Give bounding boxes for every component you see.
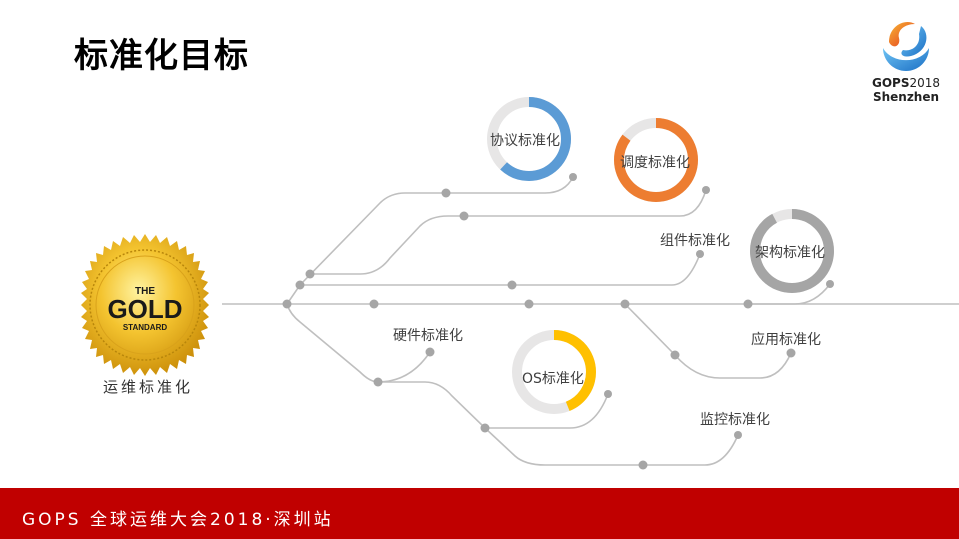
branch-hardware <box>377 351 431 383</box>
gold-standard-seal-icon: THE GOLD STANDARD <box>81 234 209 376</box>
junction-dot <box>373 377 383 387</box>
ring-os <box>512 330 596 414</box>
gops-emblem-icon <box>883 22 929 71</box>
svg-text:GOLD: GOLD <box>107 294 182 324</box>
endpoint-dot <box>604 390 612 398</box>
label-os: OS标准化 <box>522 371 584 387</box>
endpoint-dot <box>425 347 435 357</box>
svg-text:STANDARD: STANDARD <box>123 323 168 332</box>
station-dot <box>441 188 451 198</box>
branch-scheduling <box>310 189 707 275</box>
junction-dot <box>620 299 630 309</box>
branch-lower-2 <box>378 381 486 429</box>
logo-title: GOPS2018 <box>871 76 941 90</box>
ring-scheduling <box>614 118 698 202</box>
track-dots <box>282 173 834 470</box>
endpoint-dot <box>734 431 742 439</box>
track-lines <box>222 176 959 466</box>
footer-text: GOPS 全球运维大会2018·深圳站 <box>22 510 334 530</box>
label-hardware: 硬件标准化 <box>393 328 463 344</box>
branch-protocol <box>299 176 574 286</box>
junction-dot <box>480 423 490 433</box>
label-monitoring: 监控标准化 <box>700 412 770 428</box>
station-dot <box>524 299 534 309</box>
slide-title: 标准化目标 <box>74 36 249 76</box>
branch-monitoring <box>484 427 739 466</box>
label-application: 应用标准化 <box>751 332 821 348</box>
endpoint-dot <box>786 348 796 358</box>
station-dot <box>670 350 680 360</box>
label-protocol: 协议标准化 <box>490 133 560 149</box>
endpoint-dot <box>826 280 834 288</box>
junction-dot <box>295 280 305 290</box>
logo-city: Shenzhen <box>872 90 940 104</box>
station-dot <box>638 460 648 470</box>
station-dot <box>507 280 517 290</box>
station-dot <box>743 299 753 309</box>
junction-dot <box>282 299 292 309</box>
station-dot <box>369 299 379 309</box>
label-component: 组件标准化 <box>660 233 730 249</box>
label-scheduling: 调度标准化 <box>620 155 690 171</box>
branch-application <box>624 303 792 379</box>
endpoint-dot <box>569 173 577 181</box>
branch-architecture <box>748 283 831 305</box>
ring-protocol <box>487 97 571 181</box>
svg-text:THE: THE <box>135 286 155 297</box>
endpoint-dot <box>696 250 704 258</box>
gops-logo: GOPS2018 Shenzhen <box>866 12 946 110</box>
station-dot <box>459 211 469 221</box>
junction-dot <box>305 269 315 279</box>
footer-bar: GOPS 全球运维大会2018·深圳站 <box>0 488 959 539</box>
branch-component <box>286 253 701 305</box>
branch-lower <box>286 303 379 383</box>
endpoint-dot <box>702 186 710 194</box>
branch-os <box>485 393 609 429</box>
root-label: 运维标准化 <box>102 378 193 396</box>
label-architecture: 架构标准化 <box>755 245 825 261</box>
ring-architecture <box>750 209 834 293</box>
